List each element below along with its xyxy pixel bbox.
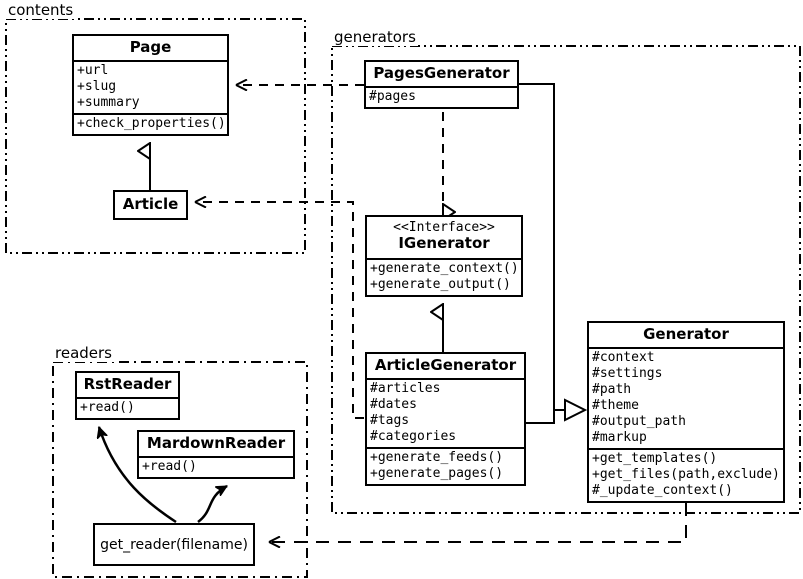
- class-operations-page: +check_properties(): [74, 113, 227, 134]
- class-member: +summary: [77, 95, 140, 111]
- relation-generators-generalization-generator: [519, 83, 588, 424]
- class-member: +slug: [77, 79, 117, 95]
- relation-generator-dependency-getreader: [269, 503, 687, 542]
- class-member: +get_templates(): [592, 451, 718, 467]
- class-title-generator: Generator: [643, 325, 729, 343]
- class-title-igenerator: IGenerator: [398, 234, 490, 253]
- package-frame-generators: [331, 45, 801, 514]
- relation-getreader-association-rstreader: [99, 427, 177, 524]
- function-box-get-reader[interactable]: get_reader(filename): [93, 523, 255, 566]
- class-member: #_update_context(): [592, 483, 733, 499]
- class-member: #settings: [592, 366, 663, 382]
- class-member: #tags: [370, 413, 410, 429]
- class-box-generator[interactable]: Generator #context #settings #path #them…: [587, 321, 785, 504]
- class-member: #path: [592, 382, 632, 398]
- class-member: +generate_output(): [370, 276, 511, 292]
- class-box-article[interactable]: Article: [113, 190, 188, 221]
- class-attributes-pagesgenerator: #pages: [366, 86, 517, 107]
- class-box-mardownreader[interactable]: MardownReader +read(): [137, 430, 295, 480]
- relation-articlegenerator-dependency-article: [195, 202, 364, 419]
- class-operations-rstreader: +read(): [77, 397, 178, 418]
- class-member: #pages: [369, 89, 416, 105]
- class-member: #markup: [592, 430, 647, 446]
- class-box-pagesgenerator[interactable]: PagesGenerator #pages: [364, 60, 519, 110]
- class-member: #articles: [370, 381, 441, 397]
- class-operations-articlegenerator: +generate_feeds() +generate_pages(): [367, 447, 524, 484]
- class-member: +generate_pages(): [370, 466, 504, 482]
- class-member: +read(): [80, 400, 135, 416]
- class-stereotype-igenerator: <<Interface>>: [393, 220, 495, 235]
- package-frame-contents: [5, 18, 306, 254]
- class-attributes-page: +url +slug +summary: [74, 60, 227, 113]
- class-operations-generator: +get_templates() +get_files(path,exclude…: [589, 448, 783, 501]
- class-header-igenerator: <<Interface>> IGenerator: [367, 217, 521, 258]
- class-member: #output_path: [592, 414, 686, 430]
- class-member: +generate_feeds(): [370, 450, 504, 466]
- class-title-articlegenerator: ArticleGenerator: [374, 356, 517, 374]
- class-title-rstreader: RstReader: [83, 375, 172, 393]
- package-label-readers: readers: [53, 344, 114, 362]
- package-label-generators: generators: [332, 28, 418, 46]
- class-member: +check_properties(): [77, 116, 226, 132]
- class-member: #theme: [592, 398, 639, 414]
- class-box-articlegenerator[interactable]: ArticleGenerator #articles #dates #tags …: [365, 352, 526, 487]
- class-member: #dates: [370, 397, 417, 413]
- class-title-article: Article: [122, 195, 179, 213]
- class-member: #categories: [370, 429, 457, 445]
- class-box-rstreader[interactable]: RstReader +read(): [75, 371, 180, 421]
- class-member: +read(): [142, 459, 197, 475]
- class-attributes-articlegenerator: #articles #dates #tags #categories: [367, 378, 524, 447]
- class-title-page: Page: [129, 38, 172, 56]
- class-attributes-generator: #context #settings #path #theme #output_…: [589, 347, 783, 448]
- class-member: +url: [77, 63, 109, 79]
- class-box-page[interactable]: Page +url +slug +summary +check_properti…: [72, 34, 229, 137]
- class-member: +generate_context(): [370, 260, 519, 276]
- class-member: +get_files(path,exclude): [592, 467, 780, 483]
- class-title-pagesgenerator: PagesGenerator: [373, 64, 510, 82]
- package-frame-readers: [52, 361, 308, 578]
- class-member: #context: [592, 350, 655, 366]
- class-operations-igenerator: +generate_context() +generate_output(): [367, 257, 521, 295]
- package-label-contents: contents: [6, 1, 76, 19]
- class-operations-mardownreader: +read(): [139, 456, 293, 477]
- function-label-get-reader: get_reader(filename): [100, 536, 248, 553]
- relation-getreader-association-mardownreader: [197, 484, 227, 523]
- class-box-igenerator[interactable]: <<Interface>> IGenerator +generate_conte…: [365, 215, 523, 297]
- class-title-mardownreader: MardownReader: [146, 434, 286, 452]
